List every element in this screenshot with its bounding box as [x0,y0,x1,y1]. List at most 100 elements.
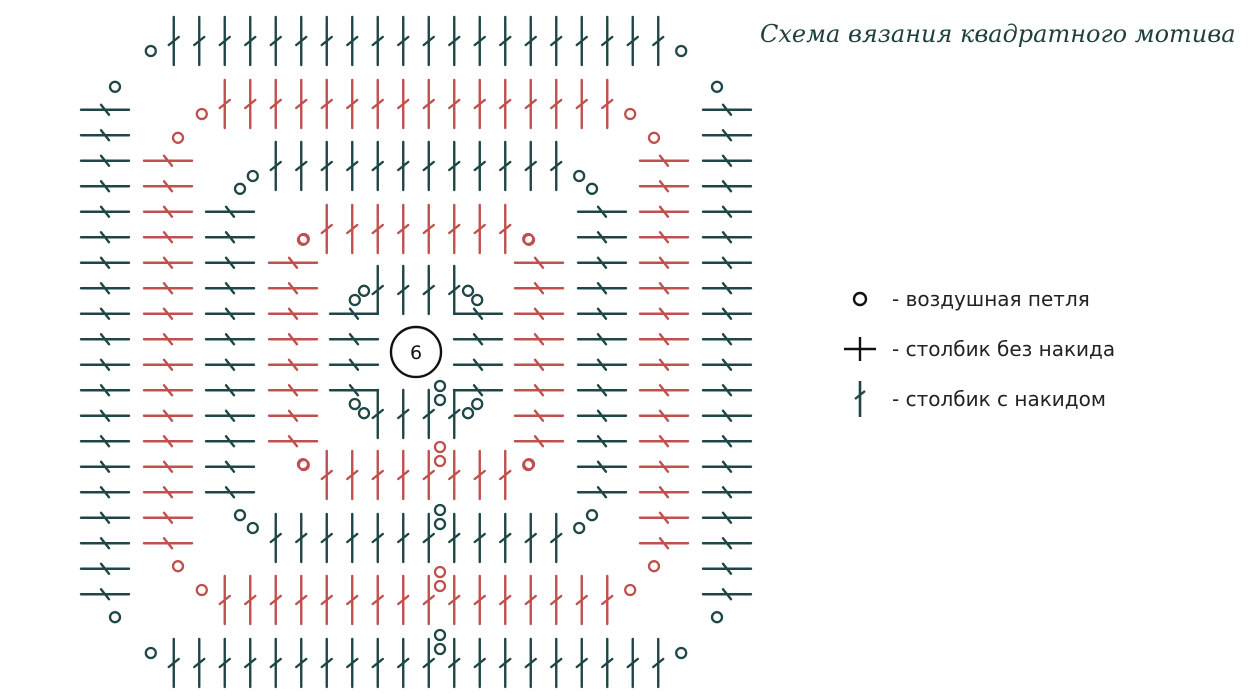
round-4-left-stitch [142,358,194,371]
round-5-corner-chain [710,611,724,624]
round-2-bottom-stitch [422,449,435,501]
round-2-top-stitch [422,203,435,255]
round-3-bottom-stitch [524,512,537,564]
round-2-top-stitch [499,203,512,255]
round-4-left-stitch [142,537,194,550]
round-2-right-stitch [513,358,565,371]
round-3-corner-chain [573,521,586,535]
round-5-top-stitch [193,15,206,67]
round-4-top-stitch [295,78,308,130]
round-5-top-stitch [499,15,512,67]
round-1-bottom-stitch [448,388,461,440]
round-1-left-stitch [328,358,380,371]
round-1-corner-chain [357,407,371,420]
legend-label-chain: - воздушная петля [892,287,1090,311]
round-5-right-stitch [701,256,753,269]
round-5-right-stitch [701,358,753,371]
circle-icon [852,291,868,307]
round-1-bottom-stitch [371,388,384,440]
round-5-top-stitch [473,15,486,67]
round-5-bottom-stitch [575,637,588,689]
round-3-top-stitch [422,140,435,192]
round-3-top-stitch [346,140,359,192]
round-5-corner-chain [108,80,122,93]
round-5-bottom-stitch [320,637,333,689]
round-4-left-stitch [142,231,194,244]
round-4-corner-chain [195,107,208,121]
round-5-bottom-stitch [626,637,639,689]
round-5-bottom-stitch [244,637,257,689]
round-1-left-stitch [328,307,380,320]
round-5-top-stitch [524,15,537,67]
round-2-right-stitch [513,384,565,397]
round-1-left-stitch [328,384,380,397]
round-2-top-stitch [371,203,384,255]
round-2-bottom-stitch [499,449,512,501]
center-ring [389,325,443,379]
round-4-corner-chain [171,560,185,573]
round-3-top-stitch [397,140,410,192]
round-4-bottom-stitch [371,574,384,626]
round-4-top-stitch [524,78,537,130]
round-3-bottom-stitch [473,512,486,564]
round-4-bottom-stitch [218,574,231,626]
round-5-left-stitch [79,282,131,295]
round-2-bottom-stitch [320,449,333,501]
round-3-left-stitch [204,205,256,218]
round-2-turning-chain [433,454,447,468]
round-5-corner-chain [710,80,724,93]
round-3-top-stitch [550,140,563,192]
round-5-corner-chain [675,646,688,660]
round-5-left-stitch [79,154,131,167]
round-4-bottom-stitch [422,574,435,626]
round-5-left-stitch [79,486,131,499]
round-2-bottom-stitch [346,449,359,501]
round-4-bottom-stitch [448,574,461,626]
round-1-top-stitch [422,264,435,316]
round-2-bottom-stitch [397,449,410,501]
round-5-left-stitch [79,460,131,473]
round-4-turning-chain [433,579,447,593]
round-5-bottom-stitch [346,637,359,689]
round-5-left-stitch [79,256,131,269]
round-5-right-stitch [701,231,753,244]
round-2-left-stitch [267,256,319,269]
round-2-corner-chain [296,233,310,246]
round-4-bottom-stitch [550,574,563,626]
round-1-right-stitch [452,307,504,320]
round-5-left-stitch [79,103,131,116]
round-5-bottom-stitch [652,637,665,689]
round-5-top-stitch [550,15,563,67]
round-4-right-stitch [638,256,690,269]
round-4-bottom-stitch [244,574,257,626]
round-4-left-stitch [142,486,194,499]
round-3-top-stitch [524,140,537,192]
round-3-top-stitch [269,140,282,192]
round-3-bottom-stitch [397,512,410,564]
round-3-bottom-stitch [295,512,308,564]
round-3-top-stitch [448,140,461,192]
round-3-left-stitch [204,435,256,448]
round-1-corner-chain [461,407,475,420]
round-2-top-stitch [320,203,333,255]
round-3-right-stitch [576,460,628,473]
round-5-bottom-stitch [473,637,486,689]
round-2-left-stitch [267,435,319,448]
round-5-top-stitch [626,15,639,67]
round-2-corner-chain [522,233,536,246]
round-2-top-stitch [448,203,461,255]
crochet-chart: 6 [79,15,753,689]
round-3-left-stitch [204,256,256,269]
round-1-corner-chain [348,293,361,307]
legend-item-double: - столбик с накидом [838,374,1218,424]
round-4-top-stitch [218,78,231,130]
round-5-bottom-stitch [448,637,461,689]
round-4-left-stitch [142,256,194,269]
center-ring-label: 6 [410,342,422,364]
round-4-left-stitch [142,333,194,346]
round-5-left-stitch [79,588,131,601]
round-1-corner-chain [357,284,371,297]
round-1-bottom-stitch [422,388,435,440]
round-2-corner-chain [296,458,310,471]
legend-item-chain: - воздушная петля [838,274,1218,324]
